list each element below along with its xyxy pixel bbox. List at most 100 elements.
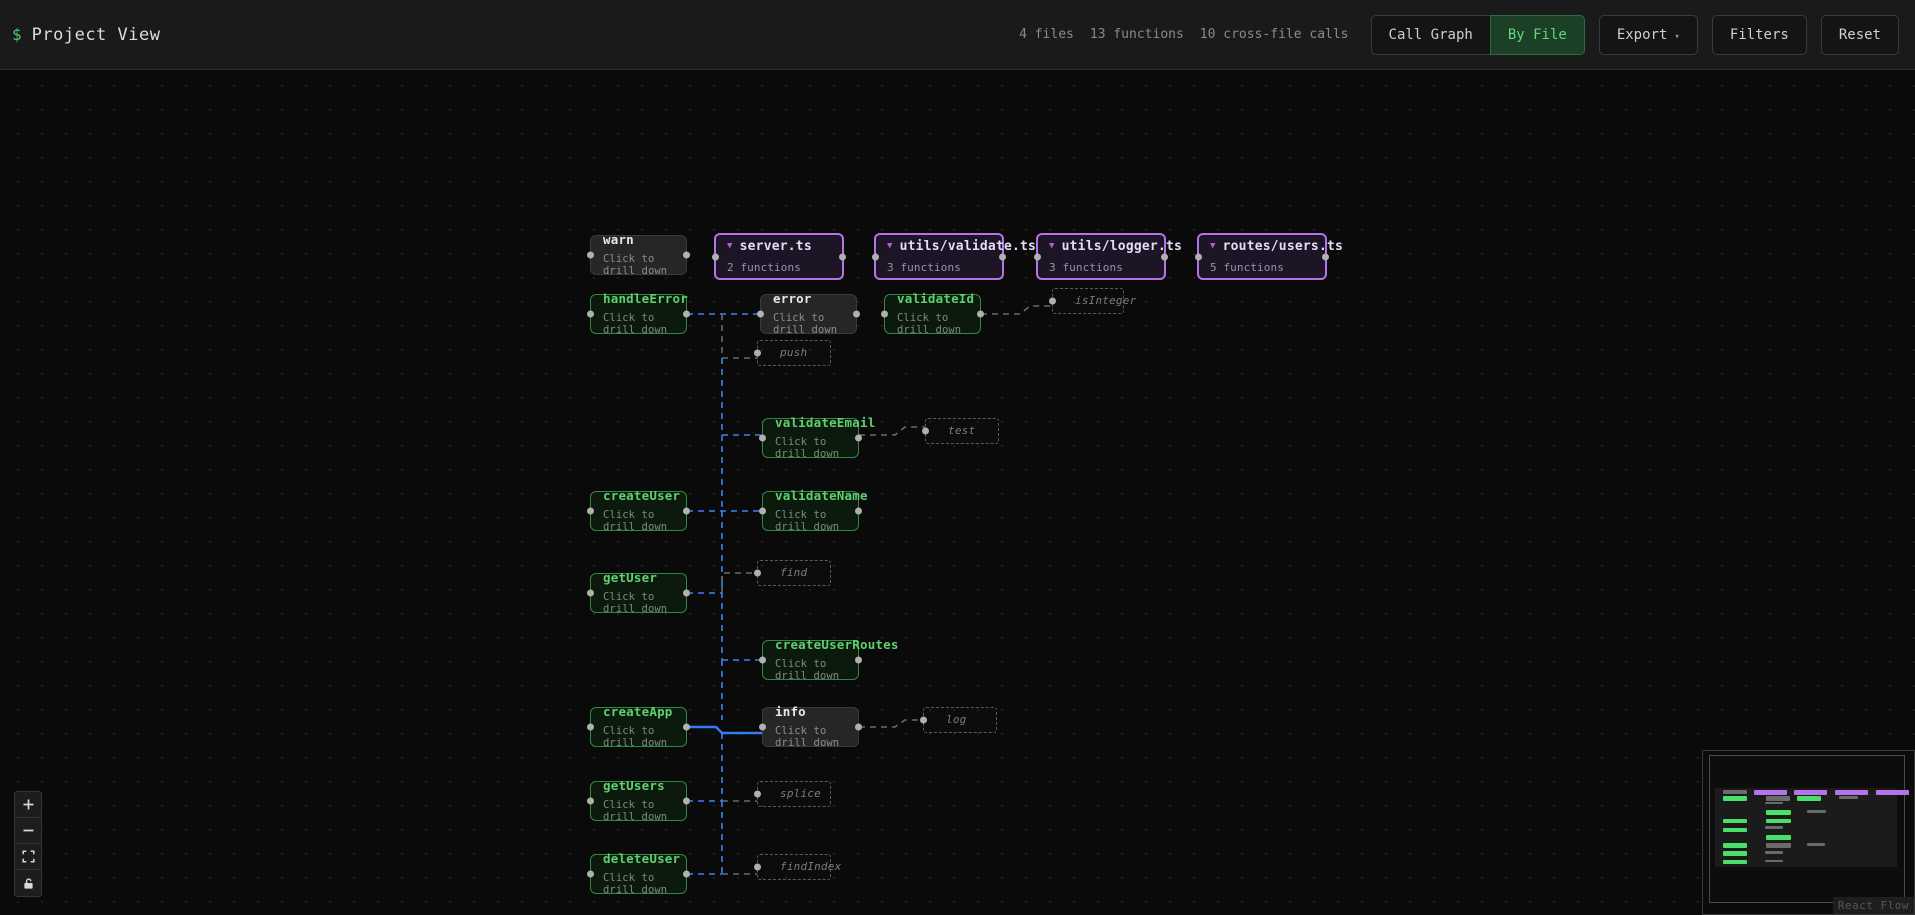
function-node-name: createApp (603, 703, 673, 719)
node-handle-right[interactable] (683, 310, 690, 318)
node-handle-left[interactable] (587, 870, 594, 878)
node-handle-right[interactable] (683, 723, 690, 731)
chevron-down-icon: ▾ (1674, 31, 1680, 42)
tab-by-file[interactable]: By File (1489, 14, 1585, 55)
node-handle-right[interactable] (999, 253, 1006, 260)
minimap[interactable]: React Flow (1702, 750, 1915, 915)
node-handle-right[interactable] (839, 253, 846, 260)
page-title: Project View (31, 24, 161, 45)
builtin-node[interactable]: log (920, 707, 997, 733)
collapse-triangle-icon[interactable]: ▼ (1210, 241, 1216, 252)
node-handle-right[interactable] (1161, 253, 1168, 260)
node-handle-right[interactable] (855, 507, 862, 515)
node-handle-left[interactable] (712, 253, 719, 260)
node-handle-right[interactable] (683, 870, 690, 878)
node-handle-right[interactable] (977, 310, 984, 318)
node-handle-left[interactable] (1195, 253, 1202, 260)
node-handle-left[interactable] (587, 797, 594, 805)
collapse-triangle-icon[interactable]: ▼ (1049, 241, 1055, 252)
node-handle-left[interactable] (587, 723, 594, 731)
node-handle-left[interactable] (587, 507, 594, 515)
node-handle-left[interactable] (754, 863, 761, 871)
builtin-node-name: findIndex (780, 859, 842, 873)
node-handle-right[interactable] (855, 656, 862, 664)
node-handle-left[interactable] (587, 251, 594, 259)
node-handle-right[interactable] (855, 434, 862, 442)
tab-call-graph[interactable]: Call Graph (1370, 14, 1490, 55)
minimap-viewport[interactable] (1709, 755, 1905, 903)
fit-view-button[interactable] (15, 844, 41, 870)
collapse-triangle-icon[interactable]: ▼ (727, 241, 733, 252)
function-node-name: validateName (775, 487, 868, 503)
node-handle-left[interactable] (759, 723, 766, 731)
fitview-icon (21, 850, 35, 863)
minimap-function-node (1766, 843, 1791, 848)
builtin-node[interactable]: push (754, 340, 831, 366)
minimap-builtin-node (1764, 826, 1784, 830)
node-handle-left[interactable] (922, 427, 929, 435)
function-node-hint: Click to drill down (775, 509, 840, 534)
node-handle-left[interactable] (881, 310, 888, 318)
node-handle-right[interactable] (855, 723, 862, 731)
minimap-builtin-node (1764, 801, 1784, 805)
node-handle-right[interactable] (683, 251, 690, 259)
node-handle-left[interactable] (754, 569, 761, 577)
minimap-function-node (1722, 789, 1748, 795)
builtin-node[interactable]: isInteger (1049, 288, 1137, 314)
node-handle-left[interactable] (1034, 253, 1041, 260)
stat-functions: 13 functions (1089, 27, 1184, 42)
file-node-count: 5 functions (1210, 261, 1284, 275)
builtin-node[interactable]: test (922, 418, 999, 444)
node-handle-left[interactable] (754, 349, 761, 357)
file-node-name: server.ts (739, 238, 812, 254)
zoom-out-button[interactable] (15, 818, 41, 844)
node-handle-left[interactable] (872, 253, 879, 260)
export-label: Export (1616, 26, 1668, 43)
minimap-content (1715, 788, 1909, 867)
node-handle-left[interactable] (759, 434, 766, 442)
node-handle-right[interactable] (683, 589, 690, 597)
node-handle-right[interactable] (1322, 253, 1329, 260)
node-handle-left[interactable] (754, 790, 761, 798)
builtin-node[interactable]: splice (754, 781, 831, 807)
node-handle-left[interactable] (759, 507, 766, 515)
node-handle-left[interactable] (1049, 297, 1056, 305)
export-button[interactable]: Export ▾ (1598, 14, 1698, 55)
filters-button[interactable]: Filters (1711, 14, 1807, 55)
zoom-in-button[interactable] (15, 792, 41, 818)
builtin-node[interactable]: find (754, 560, 831, 586)
node-handle-right[interactable] (853, 310, 860, 318)
node-handle-right[interactable] (683, 507, 690, 515)
node-handle-left[interactable] (920, 716, 927, 724)
node-handle-left[interactable] (757, 310, 764, 318)
collapse-triangle-icon[interactable]: ▼ (887, 241, 893, 252)
minimap-function-node (1722, 851, 1748, 856)
lock-toggle-button[interactable] (15, 870, 41, 896)
node-handle-left[interactable] (587, 589, 594, 597)
builtin-node[interactable]: findIndex (754, 854, 842, 880)
node-handle-right[interactable] (683, 797, 690, 805)
reset-button[interactable]: Reset (1820, 14, 1899, 55)
node-handle-left[interactable] (759, 656, 766, 664)
node-handle-left[interactable] (587, 310, 594, 318)
builtin-node-name: isInteger (1075, 293, 1137, 307)
file-node-title: ▼utils/logger.ts (1049, 238, 1182, 256)
